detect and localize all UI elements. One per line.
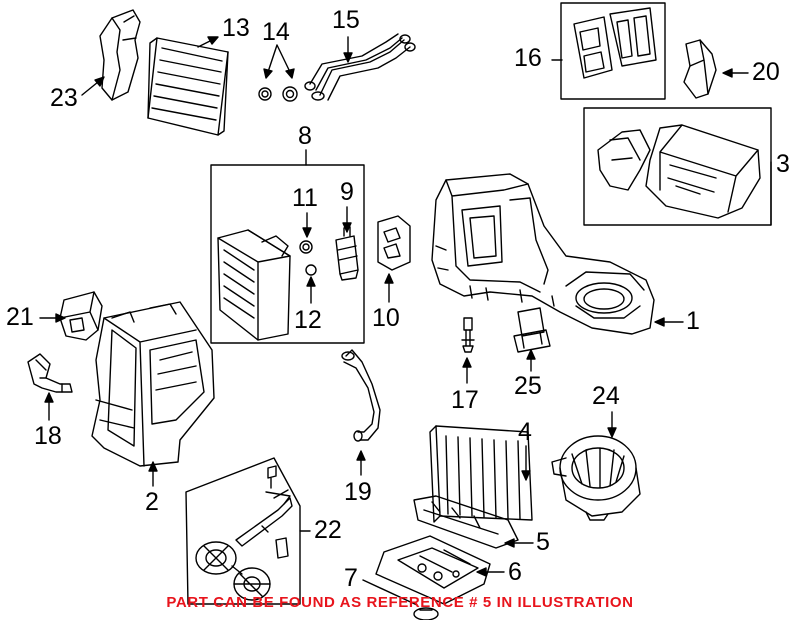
group-box-16 <box>560 2 666 100</box>
part-group-8-evaporator <box>217 229 291 341</box>
callout-15: 15 <box>332 6 360 34</box>
callout-18: 18 <box>34 422 62 450</box>
callout-19: 19 <box>344 478 372 506</box>
part-2-housing <box>91 301 215 467</box>
callout-9: 9 <box>340 178 354 206</box>
callout-14: 14 <box>262 18 290 46</box>
part-21-actuator <box>59 291 103 341</box>
callout-21: 21 <box>6 303 34 331</box>
callout-25: 25 <box>514 372 542 400</box>
callout-8: 8 <box>298 122 312 150</box>
callout-24: 24 <box>592 382 620 410</box>
callout-20: 20 <box>752 58 780 86</box>
part-1-ac-box <box>431 173 655 335</box>
callout-3: 3 <box>776 150 790 178</box>
part-12-oring <box>305 264 317 276</box>
part-7-clip <box>413 607 439 620</box>
callout-4: 4 <box>518 418 532 446</box>
part-4-filter <box>429 425 533 523</box>
part-24-blower <box>551 435 641 521</box>
part-3-housing <box>597 124 761 219</box>
callout-17: 17 <box>451 386 479 414</box>
callout-5: 5 <box>536 528 550 556</box>
callout-16: 16 <box>514 44 542 72</box>
part-10-seal <box>377 215 411 271</box>
part-9-valve <box>335 226 359 281</box>
part-15-pipes <box>304 33 416 101</box>
part-18-sensor <box>27 353 73 393</box>
part-group-22 <box>195 465 293 601</box>
part-20-bracket <box>683 39 717 99</box>
callout-2: 2 <box>145 488 159 516</box>
part-19-hose <box>341 349 381 442</box>
callout-23: 23 <box>50 84 78 112</box>
group-box-22 <box>185 457 301 605</box>
part-13-filter <box>147 37 229 136</box>
part-11-oring <box>299 240 313 254</box>
reference-note: PART CAN BE FOUND AS REFERENCE # 5 IN IL… <box>166 594 634 611</box>
callout-6: 6 <box>508 558 522 586</box>
callout-1: 1 <box>686 307 700 335</box>
part-6-plate <box>375 535 491 605</box>
part-14-orings <box>258 86 298 102</box>
callout-11: 11 <box>292 184 318 212</box>
callout-10: 10 <box>372 304 400 332</box>
callout-22: 22 <box>314 516 342 544</box>
part-16-seals <box>573 7 657 79</box>
callout-7: 7 <box>344 564 358 592</box>
part-23-duct <box>99 9 141 101</box>
group-box-8 <box>210 164 365 344</box>
callout-13: 13 <box>222 14 250 42</box>
leader-lines <box>39 36 772 606</box>
part-25-resistor <box>513 307 551 353</box>
part-17-screw <box>461 317 475 353</box>
callout-12: 12 <box>294 306 322 334</box>
part-5-frame <box>413 495 519 549</box>
